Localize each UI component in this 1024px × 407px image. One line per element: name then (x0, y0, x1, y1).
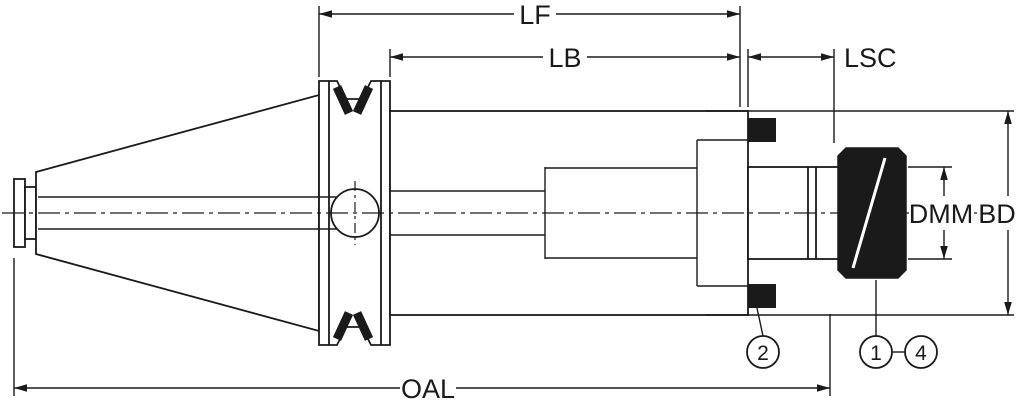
dim-label-dmm: DMM (909, 199, 973, 229)
flange-gripper-notches (332, 85, 374, 341)
dim-label-lf: LF (519, 0, 551, 30)
dim-label-lb: LB (548, 43, 581, 73)
notch-bottom-left (332, 311, 354, 341)
dim-label-oal: OAL (401, 374, 455, 404)
dimension-oal: OAL (13, 258, 831, 404)
dimension-bd: BD (706, 110, 1017, 316)
callout-4-number: 4 (915, 342, 927, 365)
notch-bottom-right (352, 311, 374, 341)
dimension-lsc: LSC (747, 43, 897, 143)
label-mask (977, 199, 1017, 227)
drive-key-top (748, 118, 776, 142)
callout-2-circle (746, 335, 780, 369)
dimension-lb: LB (389, 43, 740, 77)
notch-top-right (352, 85, 374, 115)
callout-2-leader (756, 307, 764, 337)
callout-1-circle (859, 335, 893, 369)
drive-key-bottom (748, 284, 776, 308)
callouts: 2 1 4 (746, 280, 938, 369)
notch-top-left (332, 85, 354, 115)
dimension-dmm: DMM (908, 166, 973, 260)
clamp-nut-highlight (851, 157, 887, 269)
callout-2-number: 2 (757, 342, 769, 365)
dim-label-bd: BD (978, 199, 1016, 229)
callout-4-circle (904, 335, 938, 369)
dim-label-lsc: LSC (844, 43, 897, 73)
callout-1-number: 1 (870, 342, 882, 365)
clamp-nut (837, 147, 907, 279)
label-mask (909, 199, 973, 227)
dimension-lf: LF (318, 0, 741, 107)
